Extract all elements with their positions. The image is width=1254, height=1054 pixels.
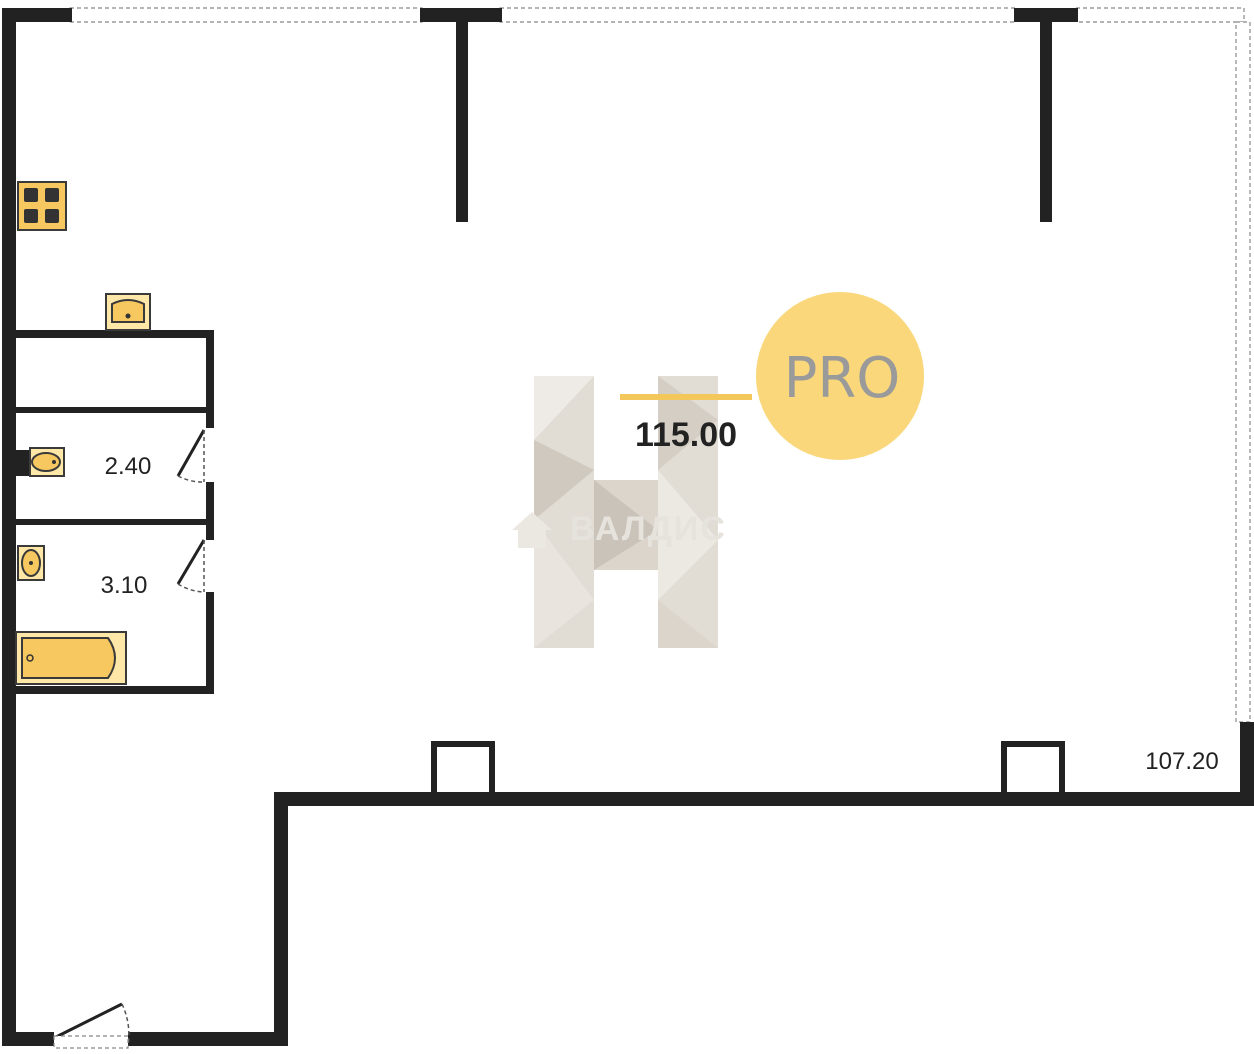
window-top-left (69, 7, 423, 23)
window-right (1235, 21, 1251, 723)
shower-area-label: 3.10 (101, 572, 148, 599)
home-icon (512, 512, 552, 548)
brand-text: ВАЛДИС (570, 510, 727, 548)
window-top-center (499, 7, 1017, 23)
window-top-right (1075, 7, 1245, 23)
entrance-door (53, 1002, 130, 1049)
main-area-label: 115.00 (635, 416, 737, 454)
washbasin-icon (17, 545, 45, 581)
sink-icon (105, 293, 151, 331)
bathroom-door (176, 429, 206, 483)
stove-icon (17, 181, 67, 231)
partition-wall (1040, 14, 1052, 222)
partition-wall (456, 14, 468, 222)
bathroom-area-label: 2.40 (105, 453, 152, 480)
main-area-group: 115.00 (620, 394, 752, 454)
column (431, 741, 495, 799)
bathtub-icon (15, 631, 127, 685)
toilet-icon (16, 447, 65, 477)
column (1001, 741, 1065, 799)
shower-door (176, 539, 206, 593)
bathroom-block (6, 330, 214, 694)
brand-watermark: ВАЛДИС (512, 510, 727, 548)
pro-badge: PRO (756, 292, 924, 460)
pro-badge-text: PRO (784, 346, 901, 411)
watermark-logo (534, 376, 718, 648)
external-area-label: 107.20 (1145, 748, 1218, 775)
